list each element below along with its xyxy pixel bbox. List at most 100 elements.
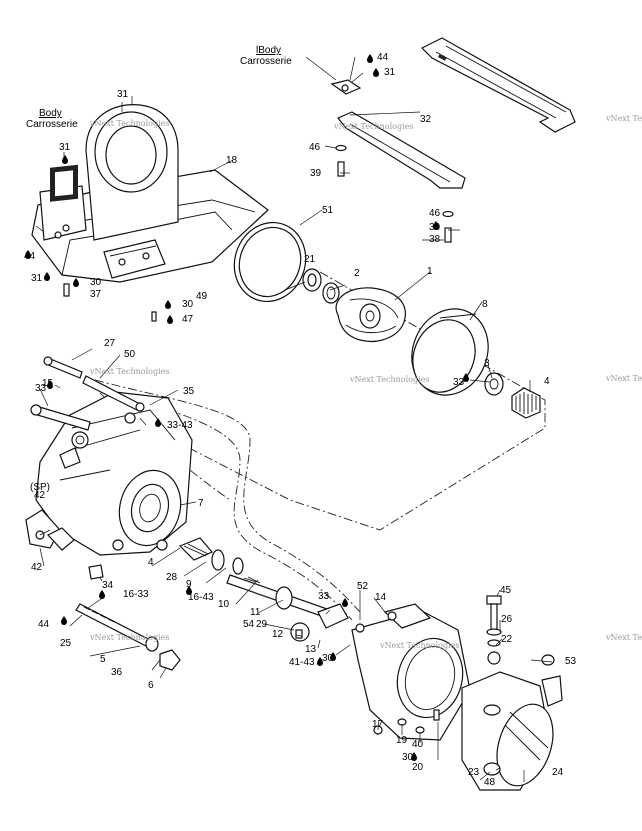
callout-27: 27 <box>104 338 116 349</box>
callout-19: 19 <box>396 735 408 746</box>
callout-26: 26 <box>501 614 513 625</box>
watermark-text: vNext Technologies <box>379 641 459 650</box>
callout-9: 9 <box>186 579 192 590</box>
callout-32: 32 <box>420 114 432 125</box>
callout-30b: 30 <box>182 299 194 310</box>
part-wear-ring-21-2 <box>302 268 340 304</box>
callout-52: 52 <box>357 581 369 592</box>
callout-28: 28 <box>166 572 178 583</box>
callout-30d: 30 <box>322 653 334 664</box>
watermark-text: vNext Technologies <box>333 122 413 131</box>
callout-21: 21 <box>304 254 316 265</box>
callout-8: 8 <box>482 299 488 310</box>
callout-14: 14 <box>375 592 387 603</box>
note-body-top-en: lBody <box>256 45 281 56</box>
watermark-text: vNext Technologies <box>89 119 169 128</box>
callout-45: 45 <box>500 585 512 596</box>
callout-48: 48 <box>484 777 496 788</box>
part-seal-3-4 <box>484 372 541 419</box>
callout-29: 29 <box>256 619 268 630</box>
callout-6: 6 <box>148 680 154 691</box>
callout-31d: 31 <box>384 67 396 78</box>
callout-34: 34 <box>102 580 114 591</box>
callout-37: 37 <box>90 289 102 300</box>
callout-23: 23 <box>468 767 480 778</box>
callout-44a: 44 <box>24 251 36 262</box>
callout-33a: 33 <box>453 377 465 388</box>
callout-SP: (SP) <box>30 482 50 493</box>
callout-42a: 42 <box>34 490 46 501</box>
callout-51: 51 <box>322 205 334 216</box>
callout-10: 10 <box>218 599 230 610</box>
callout-12: 12 <box>272 629 284 640</box>
callout-25: 25 <box>60 638 72 649</box>
watermark-text: vNext Technologies <box>89 633 169 642</box>
watermark-text: vNext Technologies <box>605 374 642 383</box>
callout-24: 24 <box>552 767 564 778</box>
callout-3: 3 <box>484 358 490 369</box>
callout-35: 35 <box>183 386 195 397</box>
part-housing-ring-8 <box>411 308 489 396</box>
callout-17: 17 <box>372 719 384 730</box>
callout-50: 50 <box>124 349 136 360</box>
callout-13: 13 <box>305 644 317 655</box>
part-pins-27-50 <box>30 356 145 469</box>
part-nozzle-23-24 <box>461 654 563 791</box>
callout-44b: 44 <box>377 52 389 63</box>
part-nut-34 <box>88 564 104 580</box>
part-bolt-45-26 <box>486 595 502 665</box>
part-impeller-1 <box>335 287 406 342</box>
part-housing-7 <box>25 391 193 556</box>
callout-31a: 31 <box>117 89 129 100</box>
callout-30c: 30 <box>429 222 441 233</box>
callout-1: 1 <box>427 266 433 277</box>
callout-4a: 4 <box>544 376 550 387</box>
part-nozzle-17 <box>317 603 471 741</box>
body-notes: Body Carrosserie lBody Carrosserie <box>26 45 292 130</box>
callout-54: 54 <box>243 619 255 630</box>
watermarks: vNext Technologies vNext Technologies vN… <box>89 114 642 650</box>
callout-30a: 30 <box>90 277 102 288</box>
callout-16-33: 16-33 <box>123 589 149 600</box>
callout-33c: 33 <box>318 591 330 602</box>
callout-4b: 4 <box>148 557 154 568</box>
callout-22: 22 <box>501 634 513 645</box>
watermark-text: vNext Technologies <box>605 114 642 123</box>
callout-40: 40 <box>412 739 424 750</box>
callout-33b: 33 <box>35 383 47 394</box>
callout-30e: 30 <box>402 752 414 763</box>
callout-49: 49 <box>196 291 208 302</box>
watermark-text: vNext Technologies <box>89 367 169 376</box>
callout-46b: 46 <box>429 208 441 219</box>
callout-33-43: 33-43 <box>167 420 193 431</box>
part-stud-25-5 <box>75 603 181 671</box>
part-body-cradle <box>31 104 269 283</box>
callout-15: 15 <box>42 378 54 389</box>
callout-18: 18 <box>226 155 238 166</box>
callout-41-43: 41-43 <box>289 657 315 668</box>
callout-46a: 46 <box>309 142 321 153</box>
note-body-left-en: Body <box>39 108 62 119</box>
callout-53: 53 <box>565 656 577 667</box>
part-ring-51 <box>233 221 307 303</box>
callout-38: 38 <box>429 234 441 245</box>
leader-lines <box>35 56 553 782</box>
callout-11: 11 <box>250 607 261 618</box>
part-support-bracket-32 <box>330 37 576 189</box>
callout-42b: 42 <box>31 562 43 573</box>
callout-47: 47 <box>182 314 194 325</box>
fasteners <box>63 144 454 734</box>
part-shaft-10 <box>178 537 331 642</box>
watermark-text: vNext Technologies <box>349 375 429 384</box>
watermark-text: vNext Technologies <box>605 633 642 642</box>
note-body-left-fr: Carrosserie <box>26 119 78 130</box>
callout-31b: 31 <box>59 142 71 153</box>
callout-2: 2 <box>354 268 360 279</box>
callout-44c: 44 <box>38 619 50 630</box>
callout-7: 7 <box>198 498 204 509</box>
callout-39: 39 <box>310 168 322 179</box>
callout-16-43: 16-43 <box>188 592 214 603</box>
callout-5: 5 <box>100 654 106 665</box>
